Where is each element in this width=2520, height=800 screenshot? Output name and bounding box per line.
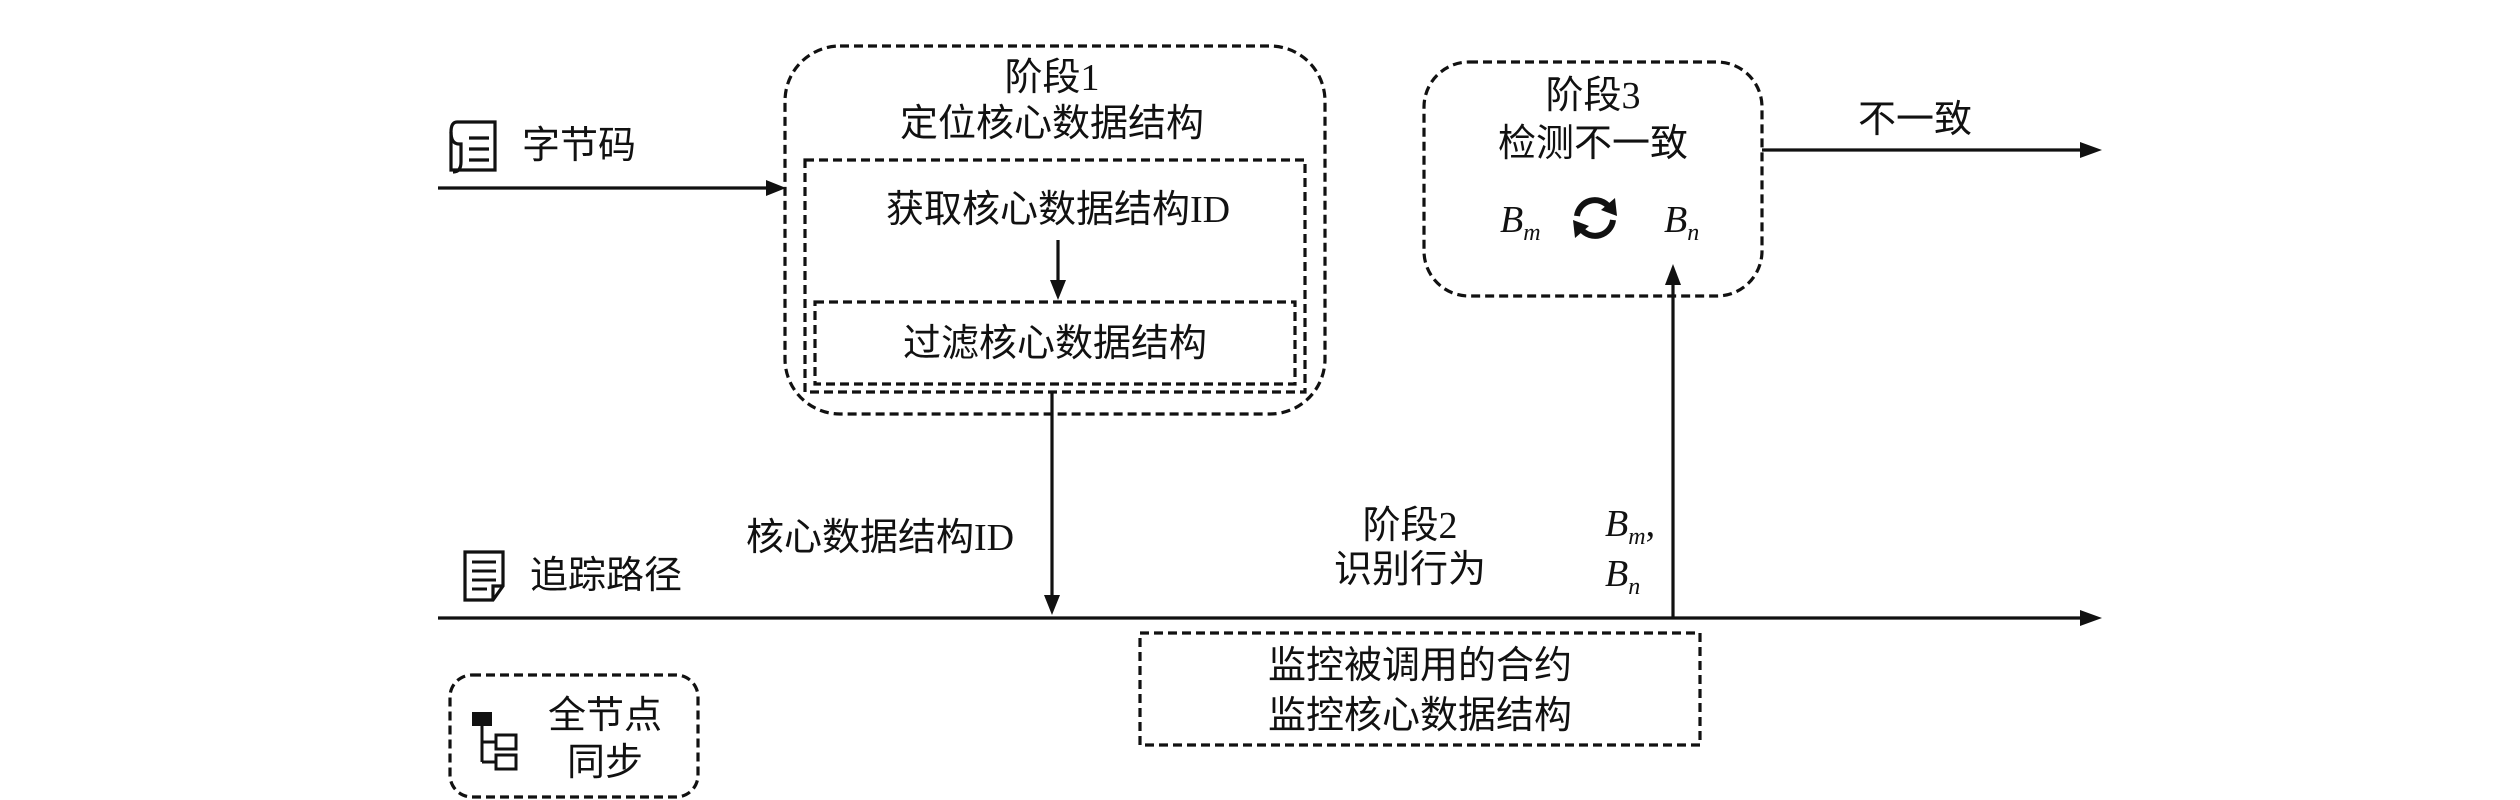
output-arrowhead (2080, 142, 2102, 158)
trace-arrowhead (2080, 610, 2102, 626)
stage1-subtitle: 定位核心数据结构 (900, 103, 1204, 145)
legend-line1: 全节点 (548, 695, 662, 737)
stage1-inner-box (803, 158, 1307, 394)
tree-hierarchy-icon (472, 712, 518, 771)
core-id-label: 核心数据结构ID (746, 517, 1014, 559)
stage2-variables: Bm, Bn (1605, 503, 1655, 600)
trace-path-input: 追踪路径 (463, 550, 682, 602)
stage2-label-group: 阶段2 识别行为 (1334, 505, 1486, 591)
bytecode-arrowhead (766, 180, 786, 196)
monitor-core-structs: 监控核心数据结构 (1268, 695, 1572, 737)
stage3-bm: Bm (1500, 199, 1541, 246)
lined-document-icon (463, 550, 505, 602)
bm-variable: Bm, (1605, 503, 1655, 550)
stage1-outer-border (783, 44, 1327, 416)
stage1-box: 阶段1 定位核心数据结构 获取核心数据结构ID 过滤核心数据结构 (783, 44, 1327, 416)
step-get-core-id: 获取核心数据结构ID (886, 189, 1230, 231)
stage2-title: 阶段2 (1362, 505, 1457, 547)
bytecode-input: 字节码 (449, 120, 636, 174)
stage2-subtitle: 识别行为 (1334, 549, 1486, 591)
stage3-subtitle: 检测不一致 (1498, 123, 1688, 165)
trace-path-label: 追踪路径 (530, 555, 682, 597)
monitor-box (1138, 631, 1702, 747)
legend-line2: 同步 (567, 742, 643, 784)
bn-variable: Bn (1605, 553, 1640, 600)
inconsistency-output-label: 不一致 (1858, 99, 1972, 141)
core-id-arrowhead (1044, 595, 1060, 615)
stage1-title: 阶段1 (1004, 57, 1099, 99)
full-node-sync-legend: 全节点 同步 (448, 673, 700, 799)
filter-step-box (813, 300, 1297, 386)
step-arrowhead (1050, 280, 1066, 300)
monitor-contracts: 监控被调用的合约 (1268, 645, 1572, 687)
refresh-cycle-icon (1573, 197, 1617, 239)
stage2-to-stage3-arrowhead (1665, 264, 1681, 285)
step-filter-core: 过滤核心数据结构 (903, 323, 1207, 365)
bytecode-label: 字节码 (522, 125, 636, 167)
stage3-box: 阶段3 检测不一致 Bm Bn (1422, 60, 1764, 298)
legend-border (448, 673, 700, 799)
stage3-title: 阶段3 (1545, 75, 1640, 117)
scroll-document-icon (449, 120, 497, 174)
stage3-bn: Bn (1664, 199, 1699, 246)
